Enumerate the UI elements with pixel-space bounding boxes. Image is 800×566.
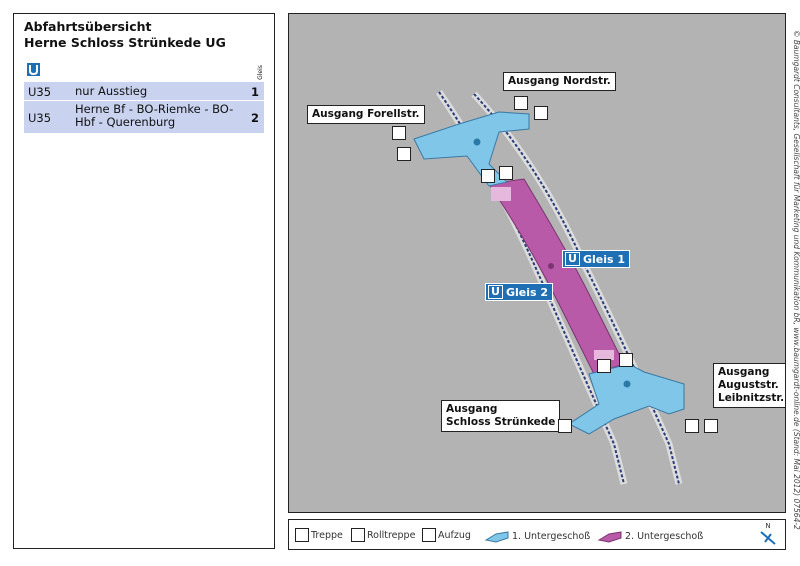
- elevator-icon: [597, 359, 611, 373]
- platform-number: 1: [250, 85, 259, 99]
- exit-august-line1: Ausgang: [718, 366, 770, 378]
- platform-number: 2: [250, 111, 259, 125]
- mezzanine-north: [413, 111, 530, 187]
- gleis-1-badge: U Gleis 1: [562, 250, 630, 268]
- map-legend: Treppe Rolltreppe Aufzug 1. Untergeschoß…: [288, 519, 786, 550]
- table-row: U35 nur Ausstieg 1: [24, 82, 264, 100]
- station-name: Herne Schloss Strünkede UG: [24, 35, 226, 50]
- exit-schloss-line2: Schloss Strünkede: [446, 416, 556, 428]
- destination: nur Ausstieg: [75, 84, 148, 98]
- escalator-icon: [351, 528, 365, 542]
- exit-forellstr: Ausgang Forellstr.: [307, 105, 425, 124]
- escalator-icon: [514, 96, 528, 110]
- u-icon: U: [488, 285, 503, 299]
- legend-rolltreppe: Rolltreppe: [351, 528, 415, 542]
- escalator-icon: [619, 353, 633, 367]
- stairs-icon: [481, 169, 495, 183]
- level1-swatch-icon: [484, 531, 509, 543]
- escalator-icon: [499, 166, 513, 180]
- line-number: U35: [28, 85, 52, 99]
- elevator-icon: [422, 528, 436, 542]
- line-number: U35: [28, 111, 52, 125]
- gleis-header: Gleis: [256, 65, 264, 80]
- stairs-north: [491, 187, 511, 201]
- table-row: U35 Herne Bf - BO-Riemke - BO-Hbf - Quer…: [24, 101, 264, 133]
- escalator-icon: [534, 106, 548, 120]
- compass-icon: [760, 531, 776, 545]
- exit-auguststr: Ausgang Auguststr. Leibnitzstr.: [713, 363, 785, 408]
- exit-august-line2: Auguststr.: [718, 379, 779, 391]
- legend-level2: 2. Untergeschoß: [597, 528, 703, 544]
- legend-level2-label: 2. Untergeschoß: [625, 530, 704, 542]
- gleis-2-label: Gleis 2: [505, 285, 548, 299]
- escalator-icon: [704, 419, 718, 433]
- person-north: [473, 138, 481, 146]
- legend-treppe: Treppe: [295, 528, 343, 542]
- u-icon: U: [565, 252, 580, 266]
- station-map-drawing: [413, 90, 685, 485]
- north-label: N: [765, 522, 771, 530]
- stairs-south: [594, 350, 614, 360]
- legend-rolltreppe-label: Rolltreppe: [367, 529, 416, 541]
- legend-aufzug-label: Aufzug: [438, 529, 471, 541]
- departure-title: Abfahrtsübersicht: [24, 19, 152, 34]
- stairs-icon: [295, 528, 309, 542]
- person-platform: [548, 263, 554, 269]
- legend-aufzug: Aufzug: [422, 528, 471, 542]
- legend-treppe-label: Treppe: [311, 529, 343, 541]
- stairs-icon: [397, 147, 411, 161]
- departure-panel: Abfahrtsübersicht Herne Schloss Strünked…: [13, 13, 275, 549]
- destination: Herne Bf - BO-Riemke - BO-Hbf - Querenbu…: [75, 102, 234, 129]
- exit-schloss-line1: Ausgang: [446, 403, 498, 415]
- stairs-icon: [558, 419, 572, 433]
- level2-swatch-icon: [597, 531, 622, 543]
- legend-level1-label: 1. Untergeschoß: [512, 530, 591, 542]
- exit-august-line3: Leibnitzstr.: [718, 392, 785, 404]
- escalator-icon: [392, 126, 406, 140]
- legend-level1: 1. Untergeschoß: [484, 528, 590, 544]
- station-map: Ausgang Nordstr. Ausgang Forellstr. Ausg…: [288, 13, 786, 513]
- exit-nordstr: Ausgang Nordstr.: [503, 72, 616, 91]
- ubahn-logo-icon: [27, 63, 40, 76]
- north-arrow: N: [759, 522, 777, 546]
- person-south: [623, 380, 631, 388]
- gleis-2-badge: U Gleis 2: [485, 283, 553, 301]
- exit-schloss: Ausgang Schloss Strünkede: [441, 400, 561, 432]
- stairs-icon: [685, 419, 699, 433]
- mezzanine-south: [568, 363, 685, 435]
- gleis-1-label: Gleis 1: [582, 252, 625, 266]
- copyright-notice: © Baumgardt Consultants, Gesellschaft fü…: [792, 30, 800, 530]
